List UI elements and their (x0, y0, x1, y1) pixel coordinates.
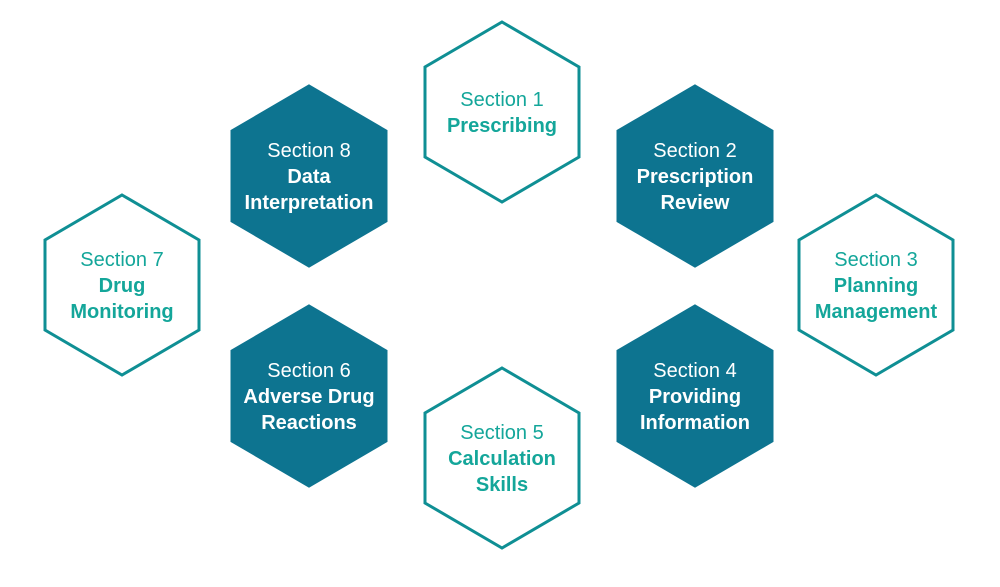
section-number-label: Section 7 (80, 249, 163, 271)
section-number-label: Section 4 (653, 360, 736, 382)
hexagon-shape (230, 84, 388, 268)
section-number-label: Section 2 (653, 140, 736, 162)
section-title-line: Data (287, 166, 331, 188)
hexagon-shape (616, 304, 774, 488)
section-title-line: Reactions (261, 412, 357, 434)
hexagon-shape (43, 193, 201, 377)
section-title-line: Prescription (637, 166, 754, 188)
section-title-line: Calculation (448, 448, 556, 470)
hexagon-shape (230, 304, 388, 488)
section-title-line: Drug (99, 275, 146, 297)
section-title-line: Skills (476, 474, 528, 496)
section-title-line: Providing (649, 386, 741, 408)
section-title-line: Prescribing (447, 115, 557, 137)
hexagon-shape (797, 193, 955, 377)
section-number-label: Section 8 (267, 140, 350, 162)
section-title-line: Information (640, 412, 750, 434)
section-number-label: Section 1 (460, 89, 543, 111)
section-title-line: Planning (834, 275, 918, 297)
section-title-line: Adverse Drug (243, 386, 374, 408)
section-title-line: Interpretation (245, 192, 374, 214)
hexagon-section-1: Section 1 Prescribing (423, 20, 581, 204)
section-number-label: Section 5 (460, 422, 543, 444)
hexagon-shape (616, 84, 774, 268)
section-title-line: Review (661, 192, 730, 214)
section-title-line: Monitoring (70, 301, 173, 323)
section-title-line: Management (815, 301, 938, 323)
section-number-label: Section 6 (267, 360, 350, 382)
hexagon-shape (423, 366, 581, 550)
hexagon-shape (423, 20, 581, 204)
section-number-label: Section 3 (834, 249, 917, 271)
